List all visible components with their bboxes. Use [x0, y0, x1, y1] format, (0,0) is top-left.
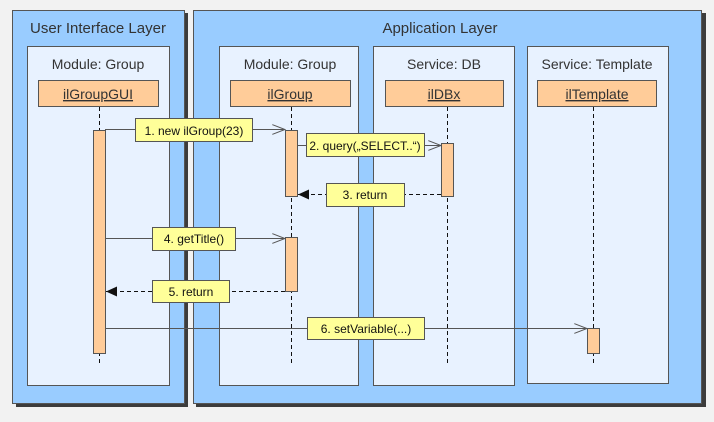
message-1: 1. new ilGroup(23): [105, 118, 285, 142]
module-template: Service: Template ilTemplate: [527, 46, 669, 384]
module-title: Service: DB: [407, 56, 481, 72]
message-label: 2. query(„SELECT..“): [309, 139, 420, 153]
message-3: 3. return: [298, 183, 441, 207]
module-title: Service: Template: [541, 56, 652, 72]
object-label: ilGroupGUI: [63, 86, 133, 102]
activation-ilgroup-2: [285, 237, 298, 292]
message-label: 4. getTitle(): [164, 232, 224, 246]
object-ilgroup[interactable]: [230, 80, 351, 107]
message-label: 5. return: [169, 285, 214, 299]
message-label: 1. new ilGroup(23): [145, 124, 244, 138]
app-layer-title: Application Layer: [382, 20, 497, 37]
message-2: 2. query(„SELECT..“): [297, 133, 441, 157]
activation-iltemplate: [587, 328, 600, 354]
message-label: 6. setVariable(...): [321, 322, 411, 336]
message-4: 4. getTitle(): [105, 227, 285, 251]
activation-ilgroup-1: [285, 130, 298, 197]
activation-ildbx: [441, 143, 454, 197]
object-ilgroupgui[interactable]: [38, 80, 159, 107]
message-5: 5. return: [106, 280, 285, 303]
module-title: Module: Group: [52, 56, 145, 72]
message-6: 6. setVariable(...): [105, 317, 587, 340]
message-label: 3. return: [343, 188, 388, 202]
object-label: ilDBx: [428, 86, 461, 102]
object-label: ilTemplate: [565, 86, 628, 102]
module-title: Module: Group: [244, 56, 337, 72]
object-ildbx[interactable]: [385, 80, 504, 107]
object-iltemplate[interactable]: [537, 80, 657, 107]
activations: [93, 130, 600, 354]
object-label: ilGroup: [267, 86, 312, 102]
ui-layer-title: User Interface Layer: [30, 20, 166, 37]
activation-ilgroupgui: [93, 130, 106, 354]
